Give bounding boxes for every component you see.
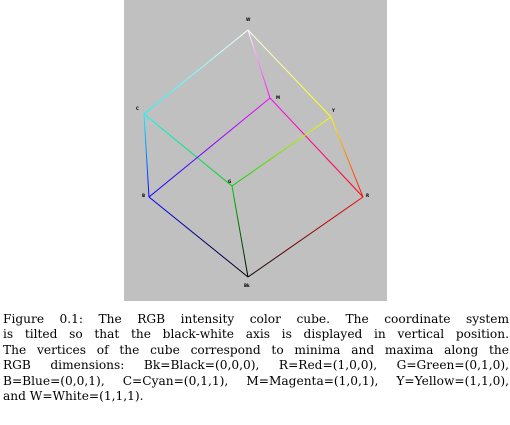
vertex-label-white: W — [246, 17, 251, 22]
vertex-label-black: Bk — [244, 283, 250, 288]
caption-line: The vertices of the cube correspond to m… — [3, 342, 509, 357]
vertex-label-red: R — [366, 193, 369, 198]
caption-line: B=Blue=(0,0,1), C=Cyan=(0,1,1), M=Magent… — [3, 373, 509, 388]
rgb-cube-diagram: W C M Y B G R Bk — [136, 17, 369, 288]
edge-cyan-blue — [143, 113, 150, 198]
caption-line: and W=White=(1,1,1). — [3, 389, 144, 404]
vertex-label-yellow: Y — [331, 108, 335, 113]
edge-cyan-green — [143, 113, 233, 187]
edge-green-black — [231, 185, 249, 278]
edge-magenta-blue — [148, 97, 271, 198]
caption-line: RGB dimensions: Bk=Black=(0,0,0), R=Red=… — [3, 358, 509, 373]
edge-white-cyan — [143, 29, 249, 115]
vertex-label-cyan: C — [136, 106, 139, 111]
edge-yellow-green — [231, 116, 332, 187]
caption-line: Figure 0.1: The RGB intensity color cube… — [3, 312, 509, 326]
edge-white-magenta — [247, 29, 271, 99]
edge-blue-black — [148, 196, 249, 278]
edge-red-black — [247, 196, 364, 278]
figure-caption: Figure 0.1: The RGB intensity color cube… — [3, 312, 509, 404]
edge-white-yellow — [247, 29, 332, 118]
vertex-label-blue: B — [142, 193, 145, 198]
vertex-label-green: G — [228, 179, 231, 184]
edge-yellow-red — [330, 116, 364, 198]
edge-magenta-red — [269, 97, 364, 198]
vertex-label-magenta: M — [276, 95, 280, 100]
figure-panel: W C M Y B G R Bk — [124, 0, 387, 301]
caption-line: is tilted so that the black-white axis i… — [3, 327, 509, 342]
